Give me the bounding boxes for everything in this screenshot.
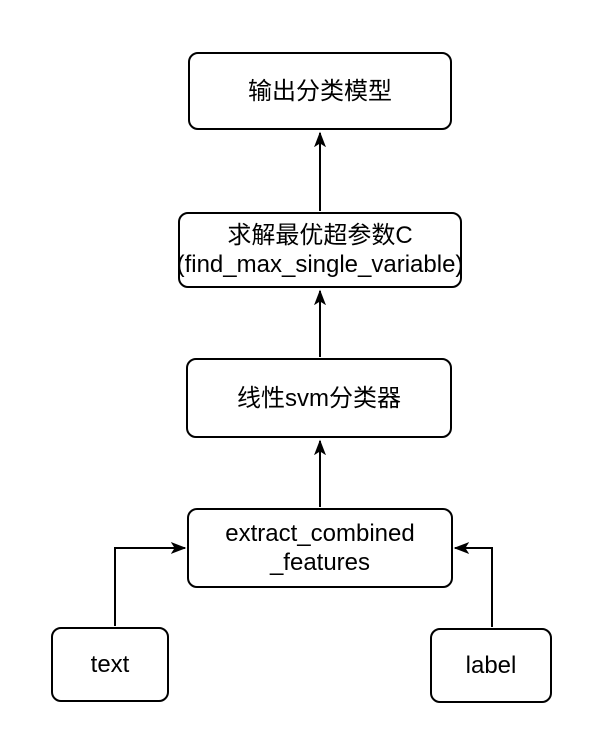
node-text-input-label: text	[90, 651, 130, 678]
node-extract-combined-features: extract_combined _features	[187, 508, 453, 588]
arrow-label-to-extract	[455, 548, 493, 627]
node-linear-svm-classifier: 线性svm分类器	[186, 358, 452, 438]
arrow-text-to-extract	[114, 548, 185, 626]
node-label-input: label	[430, 628, 552, 703]
node-solve-hyperparameter-label-line1: 求解最优超参数C	[227, 222, 413, 249]
node-solve-hyperparameter-label-line2: (find_max_single_variable)	[176, 251, 464, 278]
node-output-model: 输出分类模型	[188, 52, 452, 130]
node-extract-combined-features-label-line1: extract_combined	[225, 520, 415, 547]
node-linear-svm-classifier-label: 线性svm分类器	[237, 384, 401, 412]
node-label-input-label: label	[465, 652, 517, 679]
node-extract-combined-features-label-line2: _features	[269, 549, 371, 576]
node-solve-hyperparameter: 求解最优超参数C (find_max_single_variable)	[176, 212, 464, 288]
node-text-input: text	[51, 627, 169, 702]
node-output-model-label: 输出分类模型	[248, 77, 392, 105]
